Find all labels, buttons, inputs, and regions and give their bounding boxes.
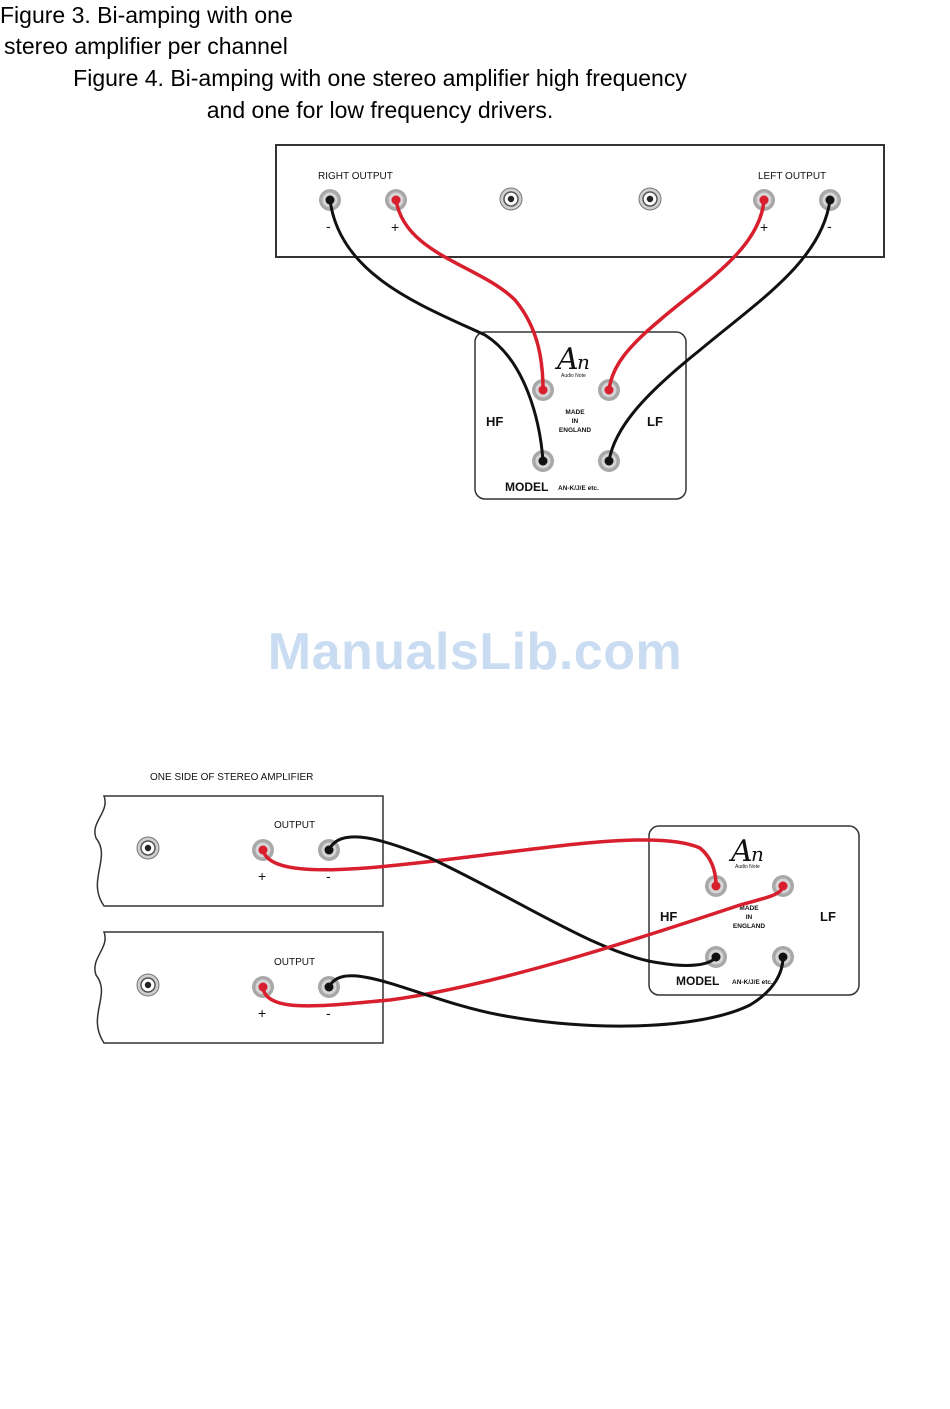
figure4-caption-line2: and one for low frequency drivers. bbox=[206, 97, 554, 123]
fig3-amplifier-chassis bbox=[275, 144, 885, 258]
fig4-top-plus-sign: + bbox=[258, 868, 266, 884]
fig3-brand-subtext: Audio Note bbox=[561, 373, 586, 379]
fig3-input-jack-1 bbox=[499, 187, 523, 211]
fig3-input-jack-2 bbox=[638, 187, 662, 211]
fig3-speaker-panel bbox=[474, 331, 687, 500]
fig3-made-in-line2: IN bbox=[572, 418, 579, 425]
svg-text:n: n bbox=[577, 350, 590, 374]
fig4-bottom-amplifier-chassis bbox=[94, 931, 384, 1044]
fig4-made-in-line2: IN bbox=[746, 914, 753, 921]
fig4-top-output-label: OUTPUT bbox=[274, 820, 315, 831]
svg-text:A: A bbox=[554, 342, 579, 377]
fig4-made-in-line1: MADE bbox=[739, 905, 759, 912]
fig4-bottom-negative-cable bbox=[327, 956, 785, 1028]
fig4-audio-note-logo-icon: A n bbox=[728, 834, 764, 869]
svg-text:n: n bbox=[751, 842, 764, 866]
fig4-bottom-plus-sign: + bbox=[258, 1005, 266, 1021]
fig3-left-minus-sign: - bbox=[827, 218, 832, 234]
figure4-diagram: ONE SIDE OF STEREO AMPLIFIER OUTPUT + - … bbox=[94, 772, 860, 1044]
fig3-model-label: MODEL bbox=[505, 480, 548, 494]
svg-text:A: A bbox=[728, 834, 753, 869]
fig4-bottom-minus-sign: - bbox=[326, 1005, 331, 1021]
fig4-speaker-panel bbox=[648, 825, 860, 996]
fig4-top-amplifier-chassis bbox=[94, 795, 384, 907]
fig4-hf-label: HF bbox=[660, 909, 677, 924]
figure3-caption: Figure 3. Bi-amping with one stereo ampl… bbox=[0, 0, 360, 62]
fig4-bottom-positive-cable bbox=[261, 885, 785, 1008]
fig4-top-input-jack bbox=[136, 836, 160, 860]
fig4-top-negative-cable bbox=[327, 835, 718, 967]
fig4-model-label: MODEL bbox=[676, 974, 719, 988]
fig3-right-minus-sign: - bbox=[326, 218, 331, 234]
fig3-right-output-label: RIGHT OUTPUT bbox=[318, 171, 393, 182]
fig3-audio-note-logo-icon: A n bbox=[554, 342, 590, 377]
fig3-positive-cable-left bbox=[607, 199, 766, 391]
fig4-top-positive-cable bbox=[261, 838, 718, 887]
fig4-made-in-line3: ENGLAND bbox=[733, 923, 765, 930]
fig4-top-minus-sign: - bbox=[326, 868, 331, 884]
fig4-lf-label: LF bbox=[820, 909, 836, 924]
fig4-brand-subtext: Audio Note bbox=[735, 864, 760, 870]
fig3-model-number: AN-K/J/E etc. bbox=[558, 485, 599, 492]
fig3-made-in-line3: ENGLAND bbox=[559, 427, 591, 434]
fig3-positive-cable-right bbox=[394, 199, 545, 391]
figure3-caption-line2: stereo amplifier per channel bbox=[4, 33, 288, 59]
figure4-caption: Figure 4. Bi-amping with one stereo ampl… bbox=[0, 62, 760, 126]
figure4-caption-line1: Figure 4. Bi-amping with one stereo ampl… bbox=[73, 65, 687, 91]
fig4-amp-title: ONE SIDE OF STEREO AMPLIFIER bbox=[150, 772, 313, 783]
fig3-right-plus-sign: + bbox=[391, 219, 399, 235]
fig3-left-plus-sign: + bbox=[760, 219, 768, 235]
figure3-diagram: RIGHT OUTPUT LEFT OUTPUT - + + - A n Aud… bbox=[275, 144, 885, 500]
fig3-made-in-line1: MADE bbox=[565, 409, 585, 416]
watermark: ManualsLib.com bbox=[267, 623, 683, 681]
fig4-bottom-output-label: OUTPUT bbox=[274, 957, 315, 968]
fig4-model-number: AN-K/J/E etc. bbox=[732, 979, 773, 986]
fig3-left-output-label: LEFT OUTPUT bbox=[758, 171, 826, 182]
fig4-bottom-input-jack bbox=[136, 973, 160, 997]
figure3-caption-line1: Figure 3. Bi-amping with one bbox=[0, 2, 293, 28]
fig3-negative-cable-left bbox=[607, 199, 832, 462]
fig3-negative-cable-right bbox=[328, 199, 545, 462]
fig3-hf-label: HF bbox=[486, 414, 503, 429]
fig3-lf-label: LF bbox=[647, 414, 663, 429]
